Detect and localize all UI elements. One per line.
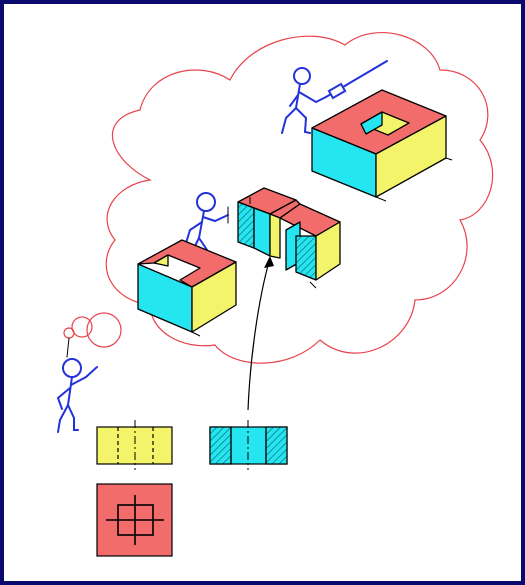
top-view-red: [97, 484, 172, 556]
front-view-yellow: [97, 420, 172, 470]
section-view-cyan: [210, 420, 287, 470]
